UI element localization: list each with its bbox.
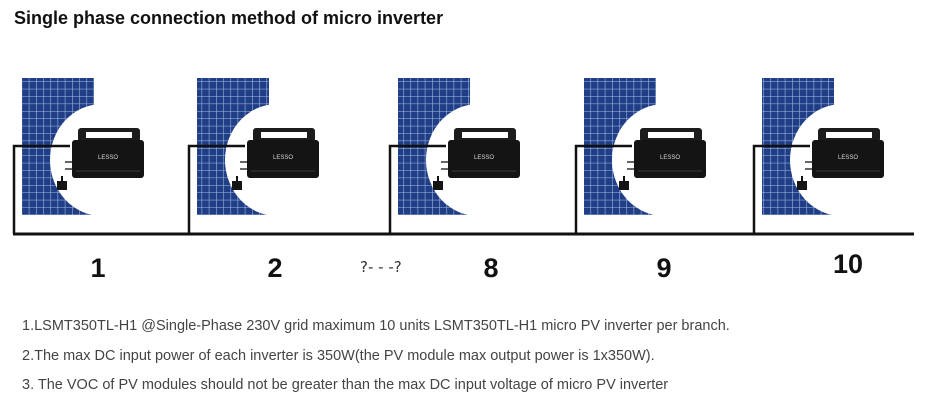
inverter-brand-label: LESSO (98, 155, 118, 161)
dc-connector (57, 181, 67, 190)
micro-inverter (634, 140, 706, 178)
connection-diagram: LESSO 1 LESSO 2 LESSO 8 LESSO 9 LESSO 10 ?- - -? (12, 78, 914, 283)
branch-wire (12, 144, 70, 234)
units-layer: LESSO 1 LESSO 2 LESSO 8 LESSO 9 LESSO 10 (12, 78, 894, 283)
inverter-handle-gap (826, 132, 872, 138)
branch-wire (752, 144, 810, 234)
note-2: 2.The max DC input power of each inverte… (22, 348, 655, 364)
branch-wire (574, 144, 632, 234)
micro-inverter (448, 140, 520, 178)
dc-connector (797, 181, 807, 190)
diagram-title: Single phase connection method of micro … (14, 8, 444, 28)
unit-1: LESSO 1 (12, 78, 154, 283)
note-1: 1.LSMT350TL-H1 @Single-Phase 230V grid m… (22, 318, 730, 334)
branch-wire (388, 144, 446, 234)
unit-4: LESSO 9 (574, 78, 716, 283)
inverter-handle-gap (648, 132, 694, 138)
inverter-brand-label: LESSO (273, 155, 293, 161)
dc-connector (232, 181, 242, 190)
unit-number: 8 (483, 253, 498, 283)
micro-inverter (247, 140, 319, 178)
unit-5: LESSO 10 (752, 78, 894, 279)
unit-number: 1 (90, 253, 105, 283)
unit-3: LESSO 8 (388, 78, 530, 283)
unit-2: LESSO 2 (187, 78, 329, 283)
unit-number: 10 (833, 249, 863, 279)
inverter-brand-label: LESSO (838, 155, 858, 161)
dc-connector (619, 181, 629, 190)
note-3: 3. The VOC of PV modules should not be g… (22, 377, 669, 393)
branch-wire (187, 144, 245, 234)
unit-number: 2 (267, 253, 282, 283)
micro-inverter (812, 140, 884, 178)
inverter-handle-gap (261, 132, 307, 138)
inverter-brand-label: LESSO (474, 155, 494, 161)
inverter-handle-gap (86, 132, 132, 138)
unit-number: 9 (656, 253, 671, 283)
micro-inverter (72, 140, 144, 178)
inverter-brand-label: LESSO (660, 155, 680, 161)
ellipsis-marker: ?- - -? (360, 258, 402, 276)
dc-connector (433, 181, 443, 190)
inverter-handle-gap (462, 132, 508, 138)
